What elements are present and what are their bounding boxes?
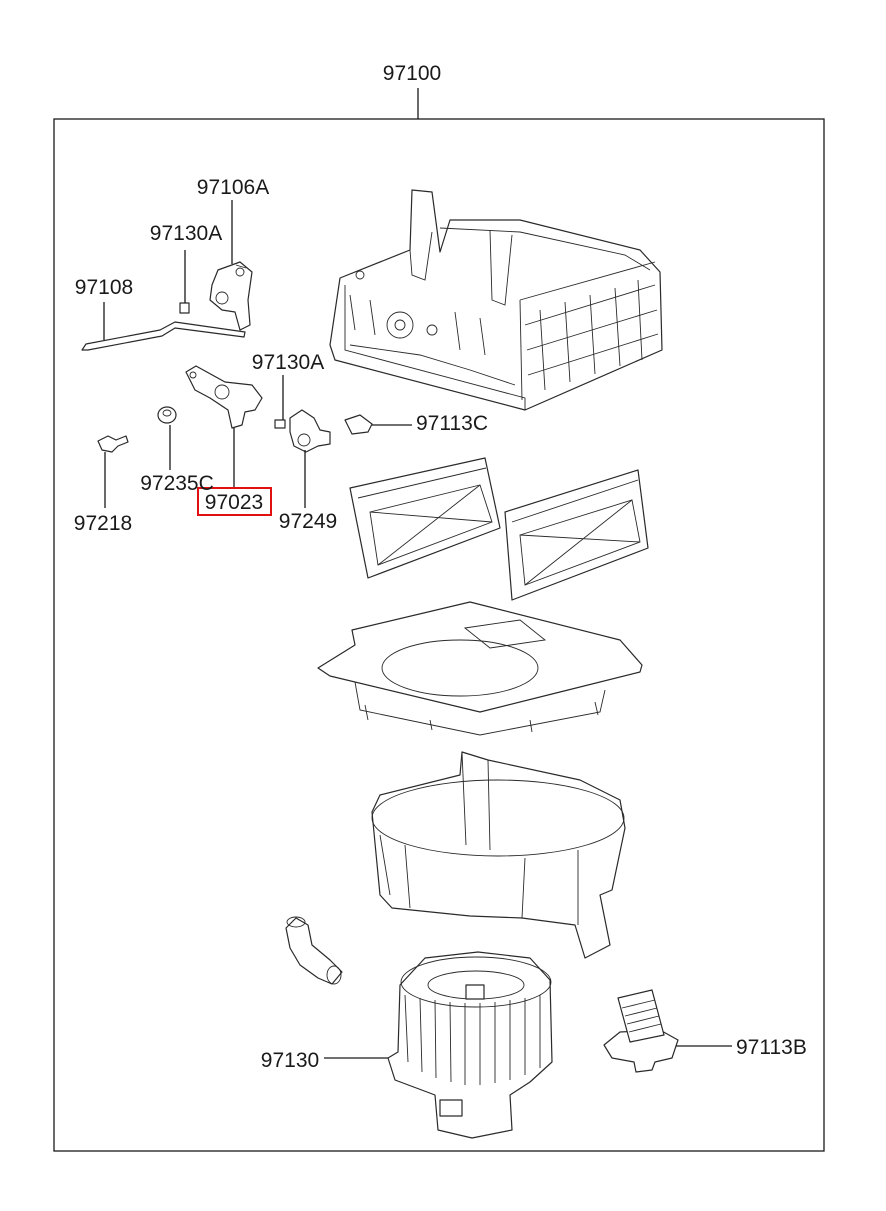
scroll-housing [371, 751, 626, 959]
filter-left [349, 457, 501, 579]
clip-c-part [344, 414, 373, 435]
intake-case [329, 189, 663, 411]
label-actuator[interactable]: 97106A [197, 176, 269, 199]
lever-part [185, 365, 263, 429]
highlight-box [197, 487, 272, 516]
label-clip-lower[interactable]: 97130A [252, 351, 324, 374]
link-part [289, 409, 331, 453]
label-lever[interactable]: 97023 [205, 491, 263, 514]
label-assembly[interactable]: 97100 [383, 62, 441, 85]
label-screw[interactable]: 97218 [74, 512, 132, 535]
grommet-part [157, 406, 177, 424]
clip-upper-part [179, 302, 190, 314]
hose-part [285, 916, 343, 985]
label-resistor[interactable]: 97113B [736, 1036, 807, 1059]
middle-plate [317, 601, 643, 736]
label-link[interactable]: 97249 [279, 510, 337, 533]
assembly-frame [53, 118, 825, 1152]
filter-right [504, 469, 649, 601]
resistor-part [603, 989, 679, 1073]
label-clip-upper[interactable]: 97130A [150, 222, 222, 245]
label-rod[interactable]: 97108 [75, 276, 133, 299]
rod-part [81, 321, 246, 351]
label-grommet[interactable]: 97235C [140, 472, 214, 495]
label-blower-motor[interactable]: 97130 [261, 1049, 319, 1072]
screw-part [97, 435, 129, 453]
label-clip-c[interactable]: 97113C [416, 412, 488, 435]
actuator-part [209, 261, 253, 331]
clip-lower-part [274, 419, 286, 429]
blower-motor-part [387, 951, 553, 1139]
